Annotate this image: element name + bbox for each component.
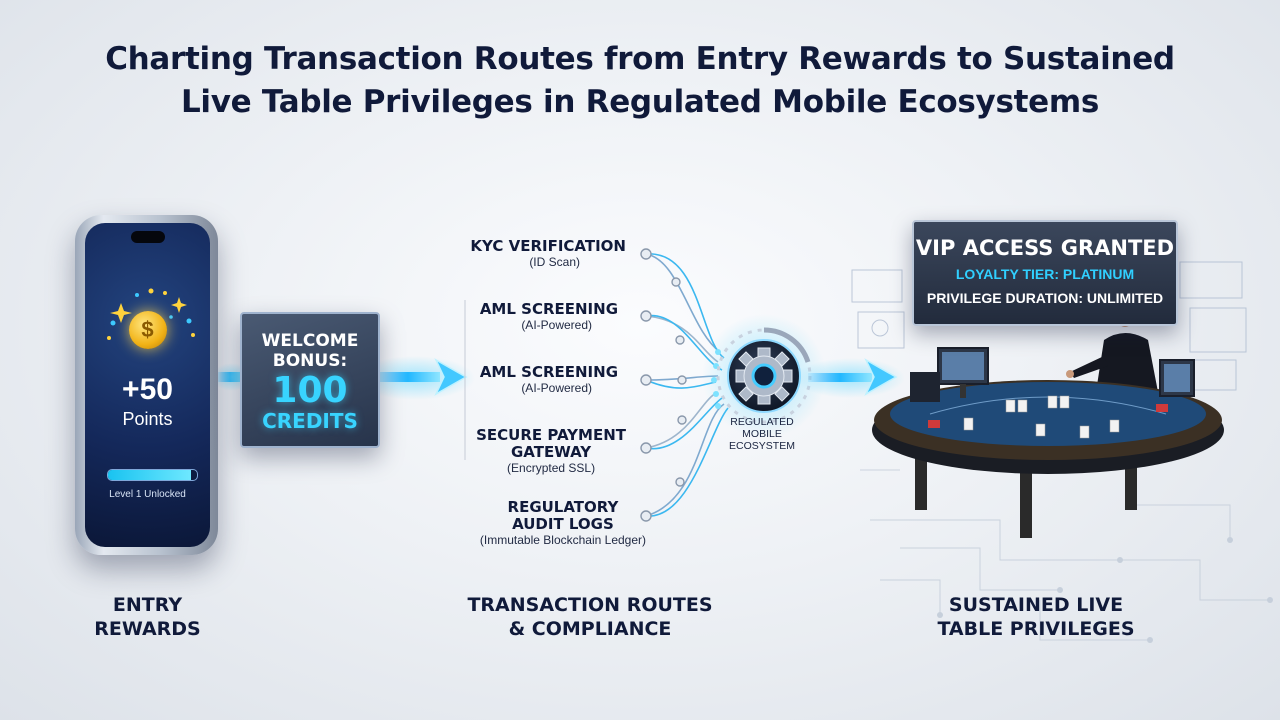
caption-live-table-privileges: SUSTAINED LIVE TABLE PRIVILEGES — [900, 593, 1172, 641]
title-line-1: Charting Transaction Routes from Entry R… — [105, 41, 1175, 77]
checkpoint-title-2: AUDIT LOGS — [512, 515, 614, 533]
holo-panels — [851, 261, 1247, 391]
sparkle-icon — [107, 288, 195, 340]
bonus-label-line-1: WELCOME — [261, 331, 359, 351]
checkpoint-title: SECURE PAYMENT — [476, 426, 626, 444]
coin-icon: $ — [128, 311, 167, 349]
caption-line-2: & COMPLIANCE — [508, 618, 672, 640]
caption-line-1: ENTRY — [112, 594, 183, 616]
bonus-unit: CREDITS — [262, 409, 358, 433]
hub-gear-icon — [702, 314, 826, 438]
caption-entry-rewards: ENTRY REWARDS — [60, 593, 235, 641]
title-line-2: Live Table Privileges in Regulated Mobil… — [180, 84, 1100, 120]
caption-line-1: SUSTAINED LIVE — [948, 594, 1124, 616]
level-progress-fill — [108, 470, 191, 480]
checkpoint-payment-gateway: SECURE PAYMENT GATEWAY (Encrypted SSL) — [476, 427, 626, 476]
checkpoint-subtitle: (ID Scan) — [529, 255, 580, 269]
welcome-bonus-card: WELCOME BONUS: 100 CREDITS — [240, 312, 380, 448]
checkpoint-title-2: GATEWAY — [510, 443, 592, 461]
bonus-label-line-2: BONUS: — [272, 351, 348, 371]
checkpoint-title: AML SCREENING — [479, 363, 618, 381]
hub-label-line-2: MOBILE — [742, 428, 782, 440]
points-value: +50 — [122, 373, 173, 406]
caption-line-1: TRANSACTION ROUTES — [467, 594, 713, 616]
checkpoint-title: KYC VERIFICATION — [470, 237, 626, 255]
vip-loyalty-tier: LOYALTY TIER: PLATINUM — [955, 266, 1135, 282]
hub-label-line-3: ECOSYSTEM — [729, 440, 795, 452]
circuit-lines — [860, 469, 1270, 641]
checkpoint-subtitle: (Immutable Blockchain Ledger) — [479, 533, 646, 547]
level-status: Level 1 Unlocked — [109, 489, 186, 500]
checkpoint-aml-2: AML SCREENING (AI-Powered) — [480, 364, 618, 396]
caption-line-2: REWARDS — [94, 618, 201, 640]
level-progress-bar — [107, 469, 198, 481]
arrow-bonus-to-routes — [355, 356, 475, 400]
arrow-hub-to-table — [795, 358, 905, 398]
wire-nodes — [640, 248, 687, 522]
checkpoint-kyc: KYC VERIFICATION (ID Scan) — [470, 238, 626, 270]
points-label: Points — [122, 409, 173, 429]
caption-transaction-routes: TRANSACTION ROUTES & COMPLIANCE — [440, 593, 740, 641]
checkpoint-subtitle: (Encrypted SSL) — [507, 461, 596, 475]
checkpoint-title: AML SCREENING — [479, 300, 618, 318]
checkpoint-audit-logs: REGULATORY AUDIT LOGS (Immutable Blockch… — [480, 499, 646, 548]
checkpoint-subtitle: (AI-Powered) — [521, 318, 592, 332]
checkpoint-subtitle: (AI-Powered) — [521, 381, 592, 395]
phone-screen: $ +50 Points Level 1 Unlocked — [85, 223, 210, 547]
checkpoint-title: REGULATORY — [507, 498, 619, 516]
bonus-amount: 100 — [272, 370, 348, 411]
page-title: Charting Transaction Routes from Entry R… — [0, 38, 1280, 124]
checkpoint-aml-1: AML SCREENING (AI-Powered) — [480, 301, 618, 333]
vip-access-panel: VIP ACCESS GRANTED LOYALTY TIER: PLATINU… — [912, 220, 1178, 326]
hub-label-line-1: REGULATED — [730, 416, 794, 428]
phone-notch — [130, 231, 165, 243]
vip-privilege-duration: PRIVILEGE DURATION: UNLIMITED — [926, 290, 1164, 306]
bonus-label: WELCOME BONUS: — [242, 331, 378, 371]
caption-line-2: TABLE PRIVILEGES — [937, 618, 1135, 640]
hub-label: REGULATED MOBILE ECOSYSTEM — [716, 416, 808, 452]
casino-table — [872, 347, 1224, 538]
phone-device: $ +50 Points Level 1 Unlocked — [75, 215, 218, 555]
vip-title: VIP ACCESS GRANTED — [915, 236, 1175, 260]
